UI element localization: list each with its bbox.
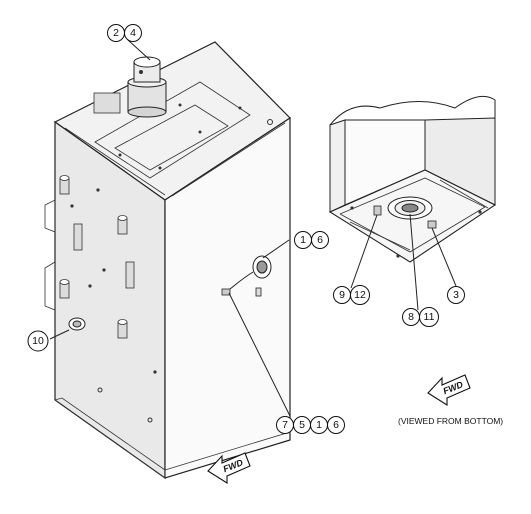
drain-fitting bbox=[387, 196, 433, 220]
callout-3: 3 bbox=[447, 286, 465, 304]
callout-1-bottom: 1 bbox=[310, 416, 328, 434]
svg-text:5: 5 bbox=[299, 419, 305, 431]
callout-1-top: 1 bbox=[294, 231, 312, 249]
callout-5: 5 bbox=[293, 416, 311, 434]
fwd-arrow-bottom: FWD bbox=[427, 374, 471, 406]
callout-8: 8 bbox=[402, 308, 420, 326]
svg-text:6: 6 bbox=[317, 234, 323, 246]
callout-6-top: 6 bbox=[311, 231, 329, 249]
standoffs bbox=[59, 175, 135, 339]
leader-lines bbox=[49, 39, 457, 417]
bottom-view-left-face bbox=[329, 119, 346, 213]
bottom-view bbox=[328, 95, 497, 263]
grommet-part bbox=[68, 317, 86, 331]
top-sensor bbox=[127, 56, 167, 118]
svg-text:9: 9 bbox=[339, 289, 345, 301]
svg-text:1: 1 bbox=[300, 234, 306, 246]
svg-text:3: 3 bbox=[453, 289, 459, 301]
callout-2: 2 bbox=[107, 24, 125, 42]
svg-text:4: 4 bbox=[130, 27, 136, 39]
bottom-view-wall-left bbox=[329, 95, 496, 126]
fwd-arrow-main: FWD bbox=[207, 452, 251, 484]
callout-4: 4 bbox=[124, 24, 142, 42]
callout-9: 9 bbox=[333, 286, 351, 304]
svg-text:2: 2 bbox=[113, 27, 119, 39]
callout-12: 12 bbox=[350, 285, 370, 305]
svg-text:11: 11 bbox=[424, 311, 435, 323]
side-connector bbox=[221, 255, 272, 297]
callout-10: 10 bbox=[27, 330, 49, 352]
bottom-view-caption: (VIEWED FROM BOTTOM) bbox=[398, 416, 503, 426]
cabinet-right-face bbox=[164, 116, 291, 479]
svg-text:12: 12 bbox=[354, 289, 366, 301]
svg-text:8: 8 bbox=[408, 311, 414, 323]
cabinet bbox=[44, 41, 291, 480]
svg-text:1: 1 bbox=[316, 419, 322, 431]
callout-11: 11 bbox=[419, 307, 439, 327]
svg-text:6: 6 bbox=[333, 419, 339, 431]
callout-6-bottom: 6 bbox=[327, 416, 345, 434]
svg-text:10: 10 bbox=[32, 335, 44, 347]
callout-7: 7 bbox=[276, 416, 294, 434]
svg-text:7: 7 bbox=[282, 419, 288, 431]
